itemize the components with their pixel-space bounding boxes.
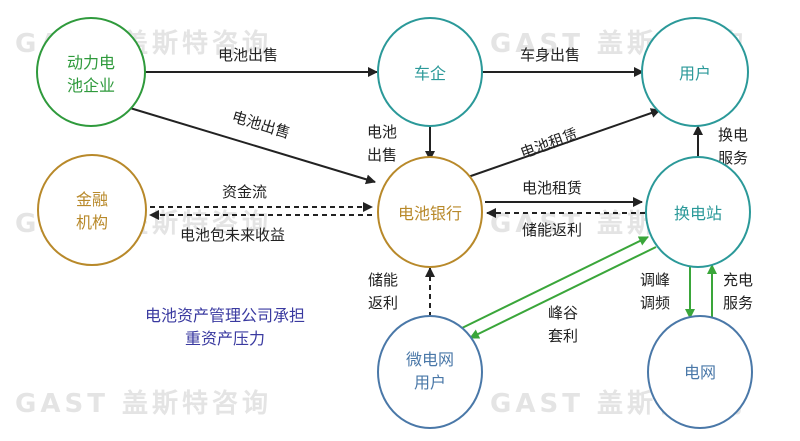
note-line: 电池资产管理公司承担: [145, 306, 305, 325]
label-micro-station: 峰谷: [548, 304, 578, 322]
label-station-grid: 调峰: [640, 271, 670, 289]
edges: [129, 67, 717, 339]
label-micro-station: 套利: [548, 327, 578, 345]
label-car-user: 车身出售: [520, 46, 580, 64]
node-finance: 金融 机构: [37, 154, 147, 266]
label-car-bank: 电池: [367, 123, 397, 141]
node-swap-station: 换电站: [645, 156, 751, 268]
label-station-user: 换电: [718, 126, 748, 144]
svg-text:动力电: 动力电: [67, 53, 115, 72]
label-station-user: 服务: [718, 149, 748, 167]
svg-text:用户: 用户: [414, 373, 446, 392]
svg-text:池企业: 池企业: [67, 76, 115, 95]
svg-text:机构: 机构: [76, 213, 108, 232]
label-finance-bank: 资金流: [222, 183, 267, 201]
label-grid-station: 服务: [723, 294, 753, 312]
node-car-maker: 车企: [377, 17, 483, 127]
svg-text:用户: 用户: [679, 64, 711, 83]
label-station-grid: 调频: [640, 294, 670, 312]
note-line: 重资产压力: [185, 329, 265, 348]
node-battery-bank: 电池银行: [377, 156, 483, 268]
svg-text:电网: 电网: [684, 363, 716, 382]
label-bank-station: 电池租赁: [522, 179, 582, 197]
note: 电池资产管理公司承担 重资产压力: [145, 306, 305, 348]
svg-text:金融: 金融: [76, 190, 108, 209]
edge-bank-user: [467, 108, 661, 178]
label-grid-station: 充电: [723, 271, 753, 289]
label-micro-bank: 返利: [368, 294, 398, 312]
edge-maker-bank: [129, 107, 376, 185]
svg-text:车企: 车企: [414, 64, 446, 83]
label-bank-user: 电池租赁: [518, 125, 581, 162]
svg-text:换电站: 换电站: [674, 204, 722, 223]
svg-text:微电网: 微电网: [406, 350, 454, 369]
svg-text:电池银行: 电池银行: [398, 204, 462, 223]
label-car-bank: 出售: [367, 146, 397, 164]
node-user: 用户: [641, 17, 749, 127]
label-maker-car: 电池出售: [218, 46, 278, 64]
node-battery-maker: 动力电 池企业: [36, 17, 146, 127]
label-micro-bank: 储能: [368, 271, 398, 289]
node-microgrid-user: 微电网 用户: [377, 315, 483, 429]
label-bank-finance: 电池包未来收益: [180, 226, 285, 244]
label-maker-bank: 电池出售: [230, 107, 293, 142]
label-station-bank: 储能返利: [522, 221, 582, 239]
node-grid: 电网: [647, 315, 753, 429]
edge-station-micro: [469, 246, 657, 339]
edge-micro-station: [461, 236, 649, 329]
watermark: GAST 盖斯特咨询: [15, 388, 272, 419]
